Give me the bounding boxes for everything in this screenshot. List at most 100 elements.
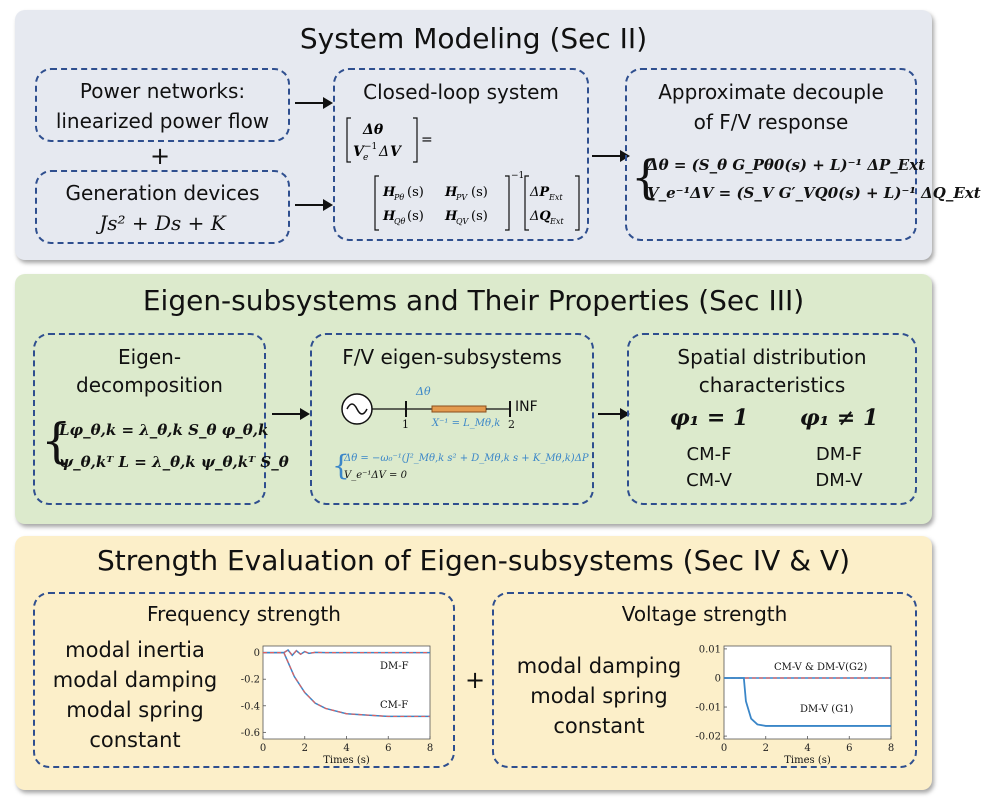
power-networks-line1: Power networks: <box>79 79 246 103</box>
annotation-label: DM-V (G1) <box>800 704 854 715</box>
y-tick-label: 0 <box>715 673 721 684</box>
eigen-equation-2: ψ_θ,kᵀ L = λ_θ,k ψ_θ,kᵀ S_θ <box>59 453 289 471</box>
svg-text:−1: −1 <box>511 171 524 181</box>
svg-text:e: e <box>363 153 368 163</box>
fv-title: F/V eigen-subsystems <box>342 345 562 369</box>
frequency-title: Frequency strength <box>147 602 341 626</box>
eigen-title-line2: decomposition <box>76 373 223 397</box>
svg-text:V: V <box>390 144 403 160</box>
arrow-right-icon <box>295 199 333 211</box>
svg-text:H: H <box>444 185 458 200</box>
volt-item-1: modal damping <box>516 654 682 678</box>
closed-loop-box: Closed-loop system Δθ V e −1 Δ V = H Pθ … <box>333 68 589 241</box>
dm-f-label: DM-F <box>815 444 863 465</box>
dm-v-label: DM-V <box>815 470 863 491</box>
svg-text:ΔQ: ΔQ <box>529 209 551 224</box>
plot-area <box>262 645 431 740</box>
section-eigen-subsystems: Eigen-subsystems and Their Properties (S… <box>15 274 932 524</box>
fv-node-2: 2 <box>508 418 515 431</box>
approx-decouple-box: Approximate decouple of F/V response { Δ… <box>625 68 981 241</box>
svg-text:(s): (s) <box>407 185 424 200</box>
svg-text:(s): (s) <box>471 185 488 200</box>
section-title: Eigen-subsystems and Their Properties (S… <box>142 284 805 317</box>
svg-text:V: V <box>353 144 366 160</box>
plot-area <box>723 645 892 740</box>
approx-title-line2: of F/V response <box>693 110 849 134</box>
svg-text:Pθ: Pθ <box>393 193 404 202</box>
arrow-right-icon <box>598 408 630 420</box>
generation-devices-box: Generation devices Js² + Ds + K <box>35 170 290 244</box>
x-tick-label: 2 <box>763 743 769 754</box>
eigen-title-line1: Eigen- <box>117 345 182 369</box>
y-tick-label: -0.02 <box>695 732 721 743</box>
y-tick-label: 0.01 <box>699 644 721 655</box>
x-tick-label: 0 <box>260 743 266 754</box>
x-tick-label: 8 <box>888 743 894 754</box>
voltage-strength-box: Voltage strength modal damping modal spr… <box>492 592 917 768</box>
x-tick-label: 0 <box>721 743 727 754</box>
approx-brace: { <box>631 150 661 204</box>
svg-text:H: H <box>444 209 458 224</box>
arrow-right-icon <box>295 97 333 109</box>
power-networks-box: Power networks: linearized power flow <box>35 68 290 142</box>
phi-not-equal: φ₁ ≠ 1 <box>799 405 879 431</box>
section-title: System Modeling (Sec II) <box>299 22 648 55</box>
eigen-equation-1: Lφ_θ,k = λ_θ,k S_θ φ_θ,k <box>59 421 269 439</box>
x-tick-label: 4 <box>804 743 810 754</box>
annotation-label: DM-F <box>380 661 409 672</box>
generation-devices-title: Generation devices <box>65 181 260 205</box>
voltage-title: Voltage strength <box>621 602 788 626</box>
spatial-title-line2: characteristics <box>698 373 846 397</box>
freq-item-3: modal spring <box>66 698 204 722</box>
spatial-distribution-box: Spatial distribution characteristics φ₁ … <box>627 333 917 505</box>
series-overlay-1 <box>263 649 430 657</box>
power-networks-line2: linearized power flow <box>55 109 270 133</box>
eigen-brace: { <box>41 413 72 469</box>
svg-text:=: = <box>421 132 433 148</box>
svg-text:QV: QV <box>456 217 470 226</box>
fv-circuit-diagram <box>341 393 511 425</box>
svg-text:Δ: Δ <box>378 144 389 160</box>
freq-item-1: modal inertia <box>65 638 205 662</box>
approx-equation-2: V_e⁻¹ΔV = (S_V G′_VQ0(s) + L)⁻¹ ΔQ_Ext <box>647 184 981 202</box>
svg-text:PV: PV <box>455 193 468 202</box>
volt-item-2: modal spring <box>530 684 668 708</box>
fv-brace: { <box>332 449 350 482</box>
svg-text:H: H <box>382 209 396 224</box>
frequency-strength-box: Frequency strength modal inertia modal d… <box>33 592 455 768</box>
svg-text:Ext: Ext <box>548 193 563 202</box>
fv-equation-1: Δθ = −ω₀⁻¹(J²_Mθ,k s² + D_Mθ,k s + K_Mθ,… <box>344 453 589 464</box>
approx-equation-1: Δθ = (S_θ G_Pθ0(s) + L)⁻¹ ΔP_Ext <box>647 156 926 174</box>
y-tick-label: -0.4 <box>241 701 260 712</box>
series-overlay-2 <box>263 652 430 718</box>
y-tick-label: 0 <box>254 648 260 659</box>
generation-formula: Js² + Ds + K <box>99 211 226 235</box>
cm-f-label: CM-F <box>686 444 732 465</box>
x-tick-label: 2 <box>302 743 308 754</box>
spatial-title-line1: Spatial distribution <box>677 345 867 369</box>
closed-loop-title: Closed-loop system <box>363 80 559 104</box>
section-title: Strength Evaluation of Eigen-subsystems … <box>96 544 851 577</box>
x-tick-label: 6 <box>385 743 391 754</box>
fv-eigen-subsystems-box: F/V eigen-subsystems Δθ 1 2 X⁻¹ = L_Mθ,k… <box>310 333 594 505</box>
fv-node-1: 1 <box>402 418 409 431</box>
eigen-decomposition-box: Eigen- decomposition { Lφ_θ,k = λ_θ,k S_… <box>33 333 289 505</box>
svg-text:ΔP: ΔP <box>529 185 550 200</box>
fv-delta-label: Δθ <box>416 385 431 398</box>
freq-item-4: constant <box>89 728 181 752</box>
fv-impedance-label: X⁻¹ = L_Mθ,k <box>432 418 501 429</box>
x-axis-label: Times (s) <box>323 755 370 766</box>
svg-text:Ext: Ext <box>549 217 564 226</box>
fv-equation-2: V_e⁻¹ΔV = 0 <box>344 470 407 481</box>
svg-text:(s): (s) <box>407 209 424 224</box>
phi-equal: φ₁ = 1 <box>669 405 749 431</box>
fv-inf-label: INF <box>515 399 538 415</box>
section-system-modeling: System Modeling (Sec II) <box>15 10 932 260</box>
x-tick-label: 8 <box>427 743 433 754</box>
annotation-label: CM-F <box>380 700 408 711</box>
y-tick-label: -0.01 <box>695 703 721 714</box>
x-tick-label: 4 <box>343 743 349 754</box>
svg-text:H: H <box>382 185 396 200</box>
